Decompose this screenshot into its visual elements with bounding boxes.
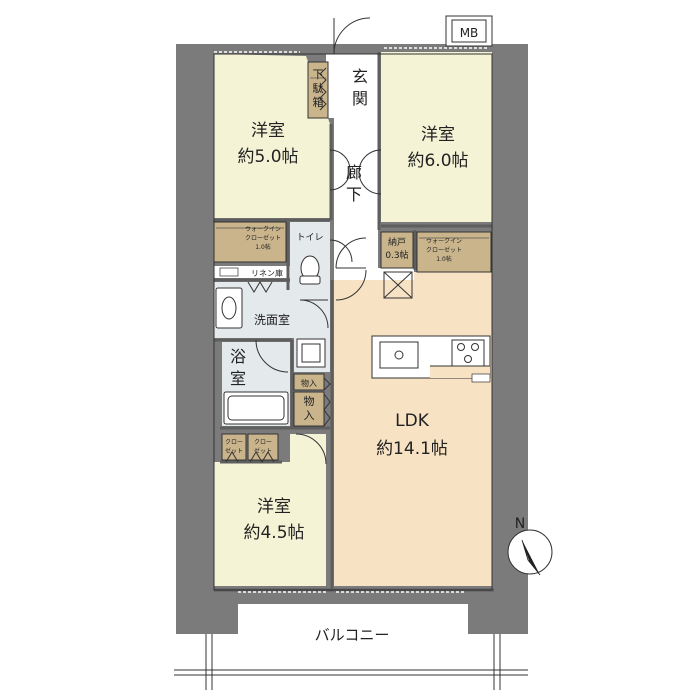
storage-name: 納戸: [388, 236, 406, 248]
ldk-floor: [334, 280, 492, 586]
svg-text:N: N: [515, 516, 525, 532]
bedroom-a-name: 洋室: [251, 121, 285, 141]
wash-basin: [215, 287, 243, 329]
closet-b-floor: [248, 434, 278, 460]
bedroom-c-size: 約4.5帖: [243, 523, 304, 543]
entrance-label: 玄関: [352, 67, 368, 108]
bedroom-a-size: 約5.0帖: [237, 147, 298, 167]
washing-machine: [296, 338, 326, 368]
closet-b-line1: クロー: [254, 439, 272, 446]
ldk-name: LDK: [395, 411, 430, 431]
bedroom-b-size: 約6.0帖: [407, 151, 468, 171]
closet-mid-label: 物入: [304, 394, 315, 422]
balcony-label: バルコニー: [315, 626, 390, 644]
storage-size: 0.3帖: [385, 249, 408, 261]
closet-a-line1: クロー: [225, 439, 243, 446]
closet-mid-floor: [294, 392, 324, 426]
wic-b-floor: [417, 232, 491, 272]
compass-icon: N: [507, 516, 553, 576]
toilet-label: トイレ: [296, 233, 323, 243]
wic-b-size: 1.0帖: [436, 255, 452, 263]
wic-a-line2: クローゼット: [245, 234, 281, 242]
bedroom-b-floor: [381, 52, 492, 222]
balcony: [174, 634, 528, 690]
bedroom-c-name: 洋室: [257, 497, 291, 517]
closet-b-line2: ゼット: [254, 447, 272, 455]
linen-label: リネン庫: [251, 268, 283, 278]
ldk-size: 約14.1帖: [376, 439, 448, 459]
mb-box: MB: [445, 15, 493, 47]
bedroom-a-floor: [214, 54, 330, 218]
entrance-floor: [326, 54, 378, 118]
closet-a-line2: ゼット: [225, 447, 243, 455]
toilet-fixture: [299, 255, 321, 285]
bathtub: [223, 391, 289, 425]
closet-small-label: 物入: [301, 378, 317, 388]
wic-a-floor: [214, 222, 286, 262]
bathroom-label: 浴室: [230, 347, 246, 388]
kitchen-island: [371, 335, 491, 379]
bedroom-b-name: 洋室: [421, 125, 455, 145]
shoe-box-label: 下駄箱: [313, 68, 324, 109]
washroom-label: 洗面室: [254, 312, 290, 327]
bedroom-c-floor: [214, 434, 326, 586]
shoe-box-floor: [308, 62, 328, 118]
wic-b-line2: クローゼット: [426, 246, 462, 254]
corridor-label: 廊下: [346, 163, 362, 204]
wic-a-size: 1.0帖: [255, 243, 271, 251]
svg-text:MB: MB: [460, 26, 479, 40]
storage-floor: [381, 232, 413, 268]
wic-b-line1: ウォークイン: [426, 237, 462, 245]
wic-a-line1: ウォークイン: [245, 225, 281, 233]
closet-small-floor: [294, 374, 324, 390]
